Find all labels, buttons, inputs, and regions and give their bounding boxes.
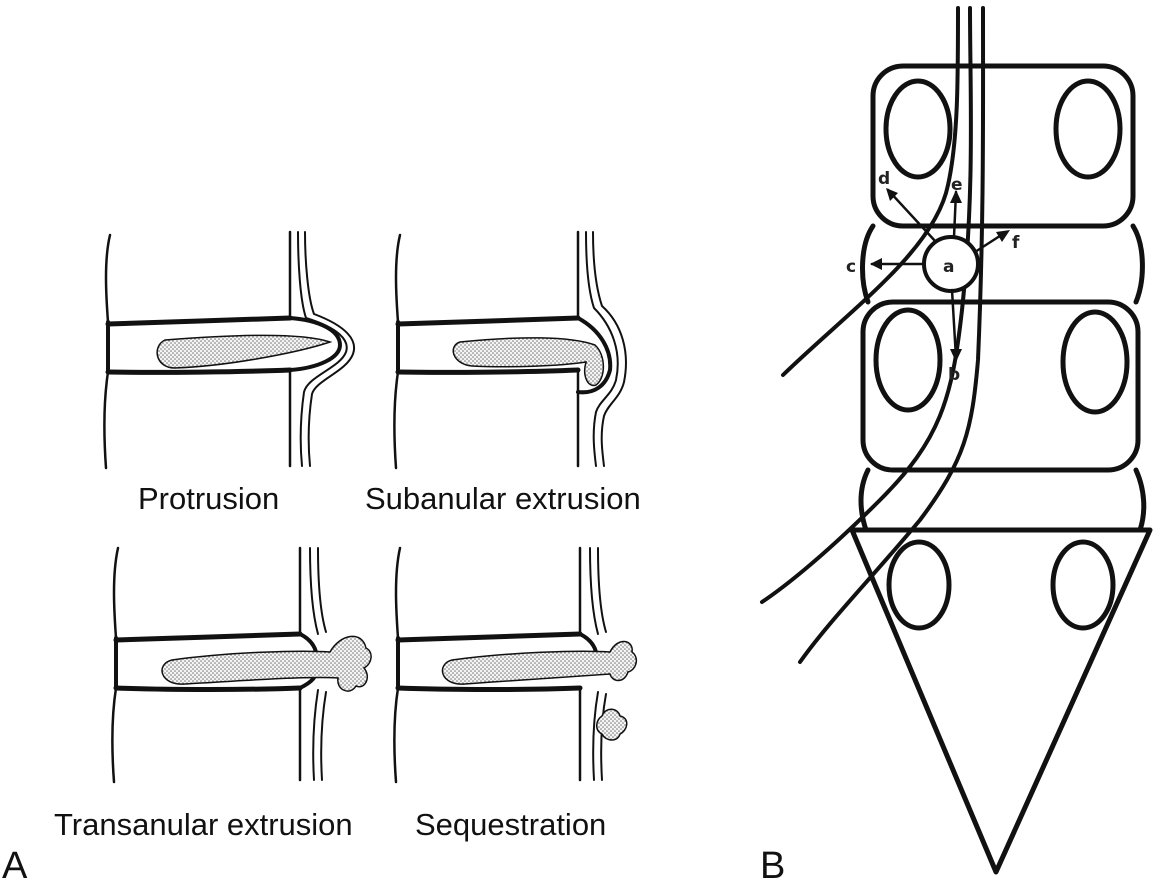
nerve-root-1 <box>781 6 960 377</box>
lower-left-foramen <box>873 307 943 413</box>
sacrum <box>849 527 1153 875</box>
letter-e: e <box>951 175 963 195</box>
protrusion-illustration <box>103 230 356 470</box>
letter-f: f <box>1012 233 1020 253</box>
nerve-root-2 <box>760 6 973 604</box>
letter-c: c <box>846 257 856 277</box>
caption-transanular-extrusion: Transanular extrusion <box>54 807 353 842</box>
arrow-heads <box>870 188 1010 362</box>
sacral-left-foramen <box>886 539 952 631</box>
sacral-right-foramen <box>1050 539 1116 631</box>
spine-diagram <box>760 6 1153 875</box>
lower-disc-left-edge <box>858 467 871 533</box>
caption-sequestration: Sequestration <box>415 807 607 842</box>
upper-right-foramen <box>1053 78 1123 180</box>
upper-vertebra <box>870 63 1136 229</box>
letter-d: d <box>878 169 890 189</box>
nerve-root-3 <box>798 6 986 664</box>
panel-label-b: B <box>760 845 786 887</box>
panel-label-a: A <box>2 845 28 887</box>
lower-right-foramen <box>1060 309 1130 415</box>
upper-left-foramen <box>883 78 953 180</box>
subanular-extrusion-illustration <box>393 230 627 470</box>
disc-right-edge <box>1130 223 1145 305</box>
sequestration-illustration <box>393 546 638 784</box>
lower-vertebra <box>860 299 1141 473</box>
caption-protrusion: Protrusion <box>138 481 280 516</box>
transanular-extrusion-illustration <box>111 546 372 784</box>
disc-left-edge <box>860 223 876 305</box>
letter-a: a <box>943 257 954 277</box>
letter-b: b <box>948 365 960 385</box>
caption-subanular-extrusion: Subanular extrusion <box>365 481 641 516</box>
